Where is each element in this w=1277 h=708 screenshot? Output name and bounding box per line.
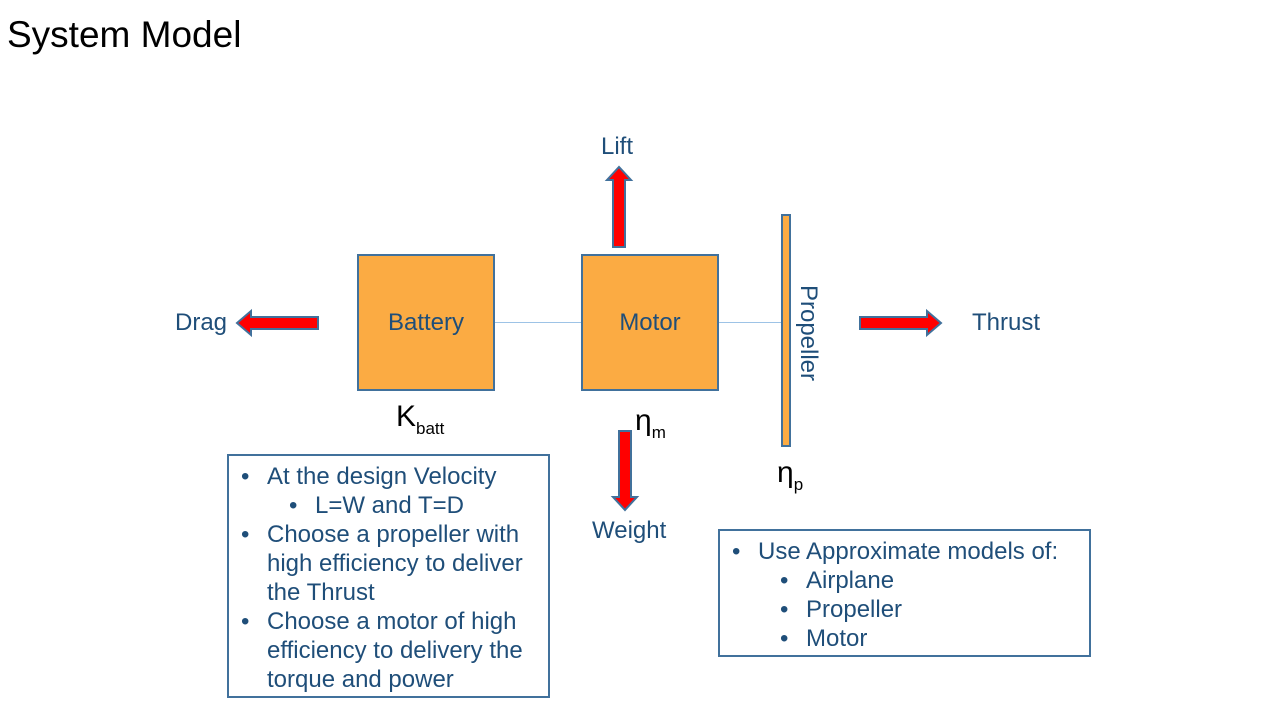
models-notes-list: Use Approximate models of: Airplane Prop… <box>720 537 1089 653</box>
list-item: Propeller <box>720 595 1089 624</box>
weight-arrow <box>610 430 640 512</box>
eta-p-symbol: ηp <box>777 456 804 494</box>
battery-block: Battery <box>357 254 495 391</box>
models-notes-box: Use Approximate models of: Airplane Prop… <box>718 529 1091 657</box>
lift-arrow <box>604 165 634 248</box>
list-item: Motor <box>720 624 1089 653</box>
motor-propeller-connector <box>718 322 782 323</box>
thrust-label: Thrust <box>972 309 1041 336</box>
battery-motor-connector <box>494 322 582 323</box>
list-item: Use Approximate models of: <box>720 537 1089 566</box>
drag-label: Drag <box>175 309 228 336</box>
propeller-bar <box>781 214 791 447</box>
list-item: Airplane <box>720 566 1089 595</box>
slide-title: System Model <box>7 14 242 55</box>
battery-label: Battery <box>387 308 465 336</box>
thrust-arrow <box>859 308 943 338</box>
eta-m-symbol: ηm <box>635 404 666 442</box>
weight-label: Weight <box>592 517 667 544</box>
motor-block: Motor <box>581 254 719 391</box>
design-notes-list: At the design Velocity L=W and T=D Choos… <box>229 462 548 694</box>
drag-arrow <box>235 308 319 338</box>
lift-label: Lift <box>601 133 634 160</box>
motor-label: Motor <box>619 308 681 336</box>
propeller-label: Propeller <box>795 284 822 382</box>
list-item: Choose a propeller with high efficiency … <box>229 520 548 607</box>
list-item: Choose a motor of high efficiency to del… <box>229 607 548 694</box>
k-batt-symbol: Kbatt <box>396 400 445 438</box>
design-notes-box: At the design Velocity L=W and T=D Choos… <box>227 454 550 698</box>
list-item: L=W and T=D <box>229 491 548 520</box>
list-item: At the design Velocity <box>229 462 548 491</box>
